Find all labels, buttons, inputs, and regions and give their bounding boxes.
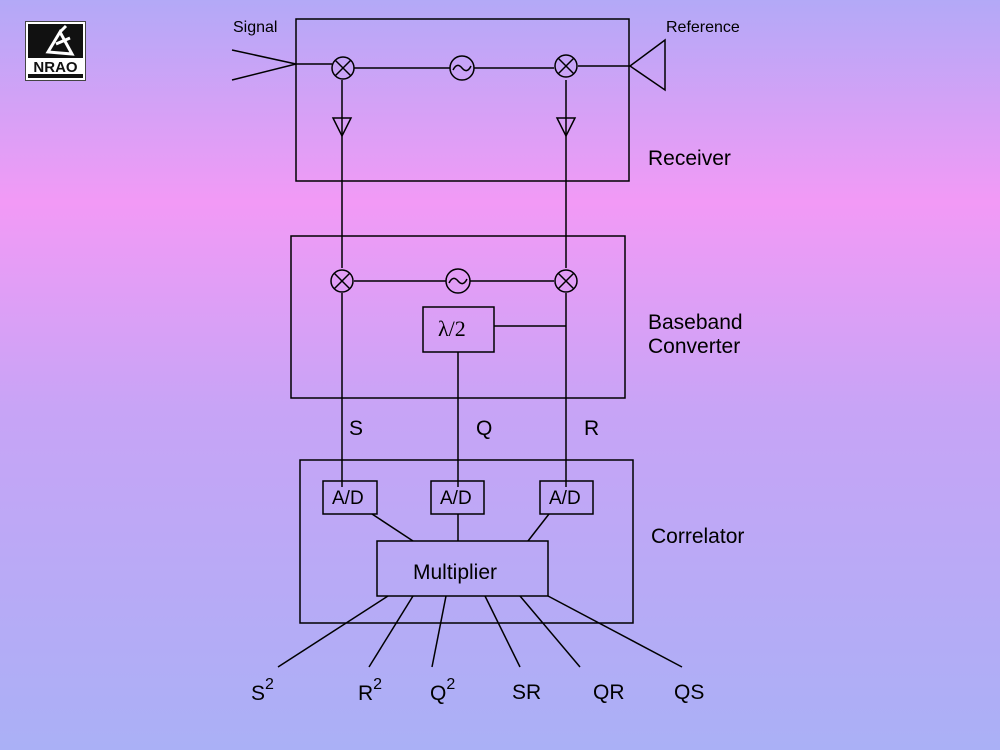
oscillator-icon <box>445 268 471 294</box>
receiver-label: Receiver <box>648 147 731 170</box>
ad-label-s: A/D <box>332 488 364 509</box>
radio-telescope-icon: NRAO <box>26 24 85 78</box>
converter-label-line: Converter <box>648 335 741 359</box>
q-channel-label: Q <box>476 417 493 440</box>
lambda-half-label: λ/2 <box>438 316 466 341</box>
output-superscript: 2 <box>446 676 456 693</box>
baseband-label-line: Baseband <box>648 311 743 334</box>
output-superscript: 2 <box>265 676 274 693</box>
r-channel-label: R <box>584 417 600 440</box>
mixer-icon <box>554 54 578 78</box>
output-sr: SR <box>512 681 542 704</box>
signal-label: Signal <box>233 19 278 36</box>
multiplier-box <box>376 540 549 597</box>
output-base: Q <box>430 682 447 705</box>
multiplier-label: Multiplier <box>413 561 498 584</box>
output-base: R <box>358 682 374 705</box>
mixer-icon <box>330 269 354 293</box>
svg-text:NRAO: NRAO <box>33 59 77 76</box>
ad-box-s <box>322 480 378 515</box>
ad-label-q: A/D <box>440 488 472 509</box>
output-superscript: 2 <box>373 676 383 693</box>
output-s-squared: S2 <box>251 677 274 705</box>
s-channel-label: S <box>349 417 364 440</box>
ad-label-r: A/D <box>549 488 581 509</box>
mixer-icon <box>331 56 355 80</box>
receiver-box <box>295 18 630 182</box>
output-qr: QR <box>593 681 625 704</box>
nrao-logo: NRAO <box>25 21 86 81</box>
correlator-label: Correlator <box>651 525 745 548</box>
output-r-squared: R2 <box>358 677 382 705</box>
output-base: S <box>251 682 266 705</box>
mixer-icon <box>554 269 578 293</box>
baseband-converter-label: Baseband Converter <box>648 311 743 359</box>
correlator-box <box>299 459 634 624</box>
ad-box-r <box>539 480 594 515</box>
oscillator-icon <box>449 55 475 81</box>
output-qs: QS <box>674 681 705 704</box>
output-q-squared: Q2 <box>430 677 455 705</box>
reference-label: Reference <box>666 19 740 36</box>
